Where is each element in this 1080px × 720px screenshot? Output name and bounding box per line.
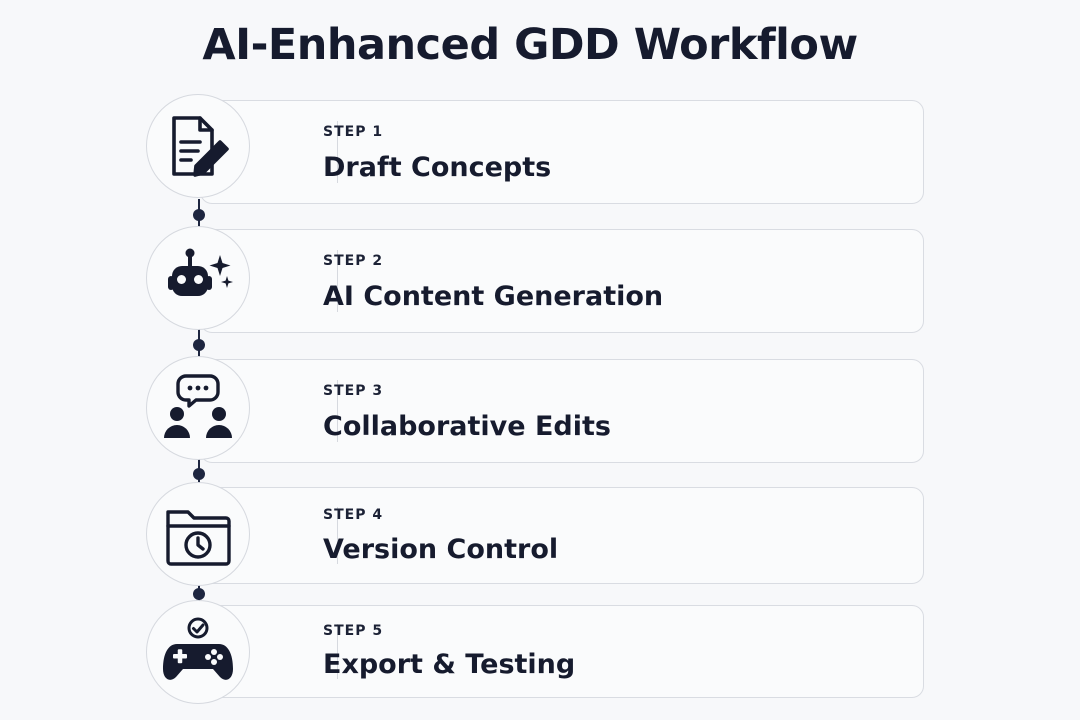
step-1: STEP 1 Draft Concepts bbox=[146, 94, 924, 204]
step-icon-circle bbox=[146, 600, 250, 704]
connector-dot-2 bbox=[193, 339, 205, 351]
step-number-label: STEP 3 bbox=[323, 383, 384, 399]
diagram-title: AI-Enhanced GDD Workflow bbox=[202, 20, 858, 70]
step-icon-circle bbox=[146, 94, 250, 198]
gamepad-check-icon bbox=[163, 617, 233, 680]
step-4: STEP 4 Version Control bbox=[146, 482, 924, 586]
step-name: Version Control bbox=[323, 534, 559, 565]
step-number-label: STEP 4 bbox=[323, 507, 384, 523]
step-card bbox=[200, 229, 924, 333]
connector-dot-4 bbox=[193, 588, 205, 600]
step-name: Draft Concepts bbox=[323, 152, 552, 183]
card-divider bbox=[337, 380, 338, 442]
card-divider bbox=[337, 250, 338, 312]
connector-dot-1 bbox=[193, 209, 205, 221]
document-pencil-icon bbox=[172, 116, 229, 177]
card-divider bbox=[337, 624, 338, 679]
step-card bbox=[200, 359, 924, 463]
step-name: Collaborative Edits bbox=[323, 411, 611, 442]
step-number-label: STEP 1 bbox=[323, 124, 384, 140]
step-2: STEP 2 AI Content Generation bbox=[146, 226, 924, 333]
step-number-label: STEP 5 bbox=[323, 623, 384, 639]
step-icon-circle bbox=[146, 226, 250, 330]
people-chat-icon bbox=[164, 374, 232, 438]
step-icon-circle bbox=[146, 356, 250, 460]
connector-dot-3 bbox=[193, 468, 205, 480]
card-divider bbox=[337, 121, 338, 183]
step-card bbox=[200, 605, 924, 698]
folder-clock-icon bbox=[166, 510, 231, 566]
card-divider bbox=[337, 507, 338, 564]
step-card bbox=[200, 487, 924, 584]
robot-sparkle-icon bbox=[168, 248, 233, 296]
step-name: AI Content Generation bbox=[323, 281, 664, 312]
step-card bbox=[200, 100, 924, 204]
step-icon-circle bbox=[146, 482, 250, 586]
step-3: STEP 3 Collaborative Edits bbox=[146, 356, 924, 463]
step-5: STEP 5 Export & Testing bbox=[146, 600, 924, 704]
step-name: Export & Testing bbox=[323, 649, 576, 680]
step-number-label: STEP 2 bbox=[323, 253, 384, 269]
